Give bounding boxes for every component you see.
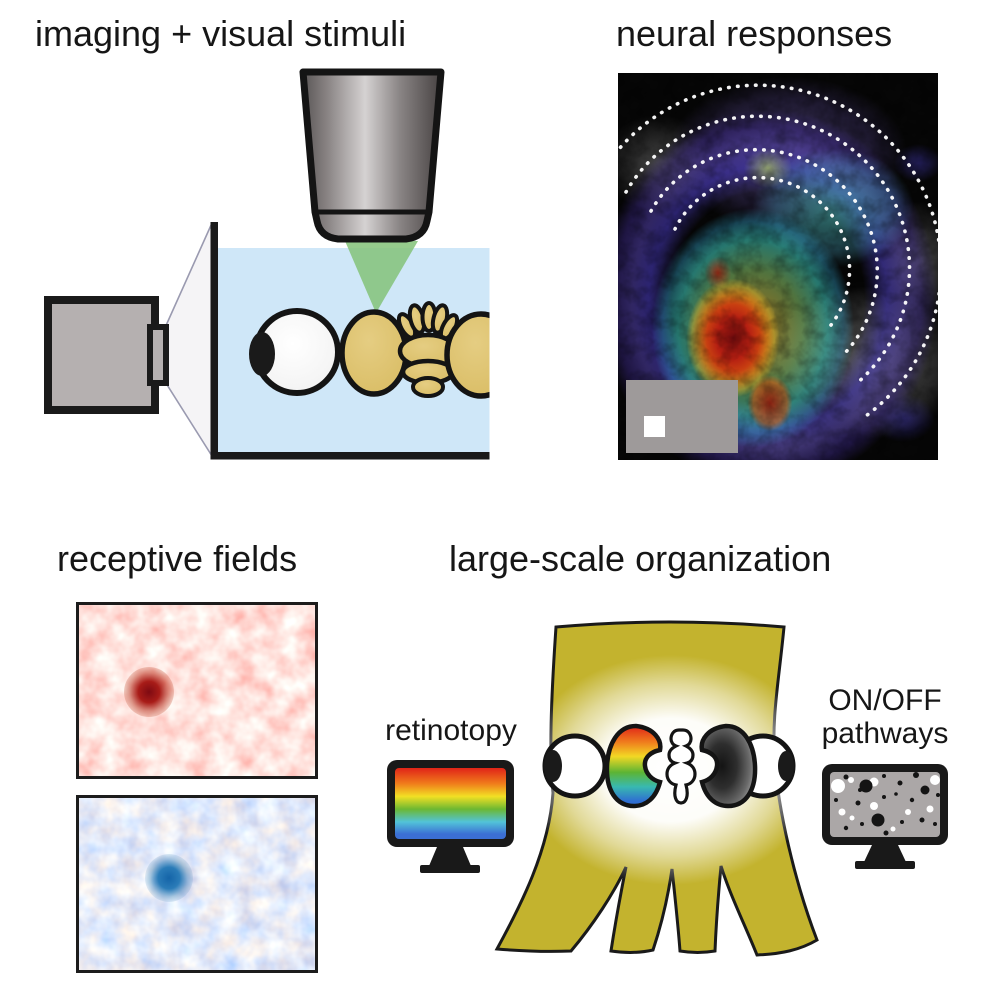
rf-on-center — [124, 667, 174, 717]
laser-beam — [345, 241, 418, 313]
projection-cone — [163, 222, 213, 459]
midbrain-midline — [665, 728, 697, 805]
iso-eccentricity-arcs — [618, 83, 938, 420]
rf-off-noise — [79, 798, 315, 970]
rf-off-center — [145, 854, 193, 902]
stimulus-square — [644, 416, 665, 437]
retinotopy-monitor-icon — [387, 760, 514, 873]
panel-receptive-title: receptive fields — [57, 538, 298, 579]
hindbrain — [444, 311, 490, 399]
onoff-label: ON/OFF pathways — [815, 684, 955, 750]
neural-activity-map — [618, 73, 938, 460]
panel-neural-title: neural responses — [616, 13, 893, 54]
panel-imaging-title: imaging + visual stimuli — [35, 13, 407, 54]
zebrafish-brain — [339, 301, 490, 399]
microscope-objective — [299, 68, 445, 243]
eye-pupil — [249, 332, 275, 376]
retinotopy-label: retinotopy — [385, 714, 517, 747]
panel-organization-title: large-scale organization — [449, 538, 832, 579]
tectum-onoff — [699, 723, 758, 809]
tank-floor — [210, 452, 490, 460]
stimulus-inset — [626, 380, 738, 453]
onoff-monitor-icon — [822, 764, 948, 869]
receptive-field-on — [76, 602, 318, 779]
retinotopy-screen — [395, 768, 506, 839]
left-pupil — [544, 750, 562, 782]
organization-illustration — [387, 620, 948, 957]
zebrafish-head — [249, 301, 490, 399]
tectum-retinotopy — [604, 723, 663, 809]
screen-edge — [210, 222, 218, 459]
rf-on-noise — [79, 605, 315, 776]
cerebellum-lobes — [396, 301, 460, 341]
on-dots — [831, 775, 940, 832]
off-dots — [834, 772, 940, 836]
onoff-label-line1: ON/OFF — [828, 684, 942, 717]
onoff-label-line2: pathways — [821, 717, 949, 750]
imaging-setup-illustration — [44, 68, 490, 460]
optic-tectum — [339, 309, 409, 397]
projector — [44, 296, 169, 414]
right-pupil — [778, 751, 794, 781]
receptive-field-off — [76, 795, 318, 973]
onoff-screen — [830, 772, 940, 837]
